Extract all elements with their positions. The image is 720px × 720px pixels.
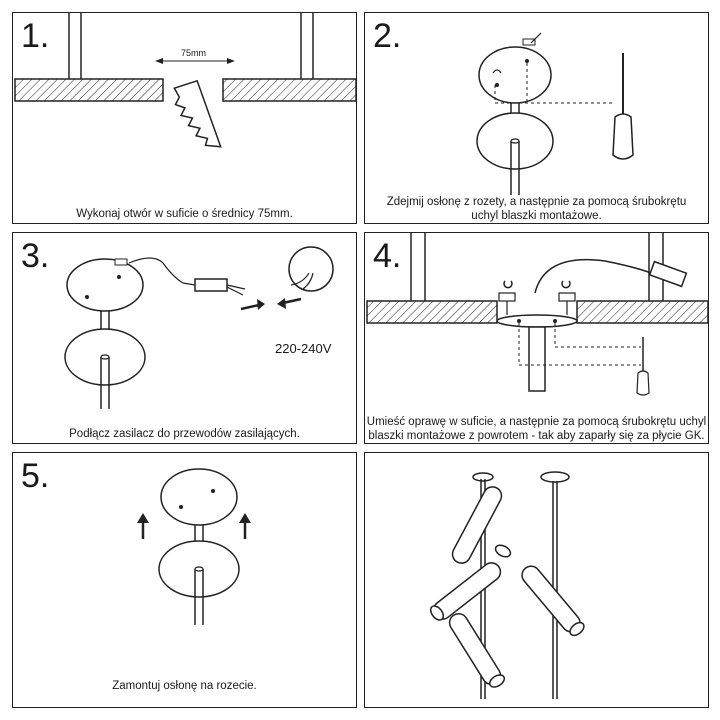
screwdriver-icon — [636, 337, 650, 396]
step-1-panel: 1. 75mm Wykonaj otwór w suficie o średni… — [12, 12, 357, 224]
step-2-panel: 2. Zdejmij osłonę z rozety, a następnie … — [364, 12, 709, 224]
step-2-caption-line2: uchyl blaszki montażowe. — [471, 210, 602, 222]
mount-cover-diagram — [137, 468, 251, 625]
arrow-icon — [137, 513, 251, 539]
step-1-caption: Wykonaj otwór w suficie o średnicy 75mm. — [76, 208, 293, 220]
connect-power-diagram — [64, 246, 334, 409]
saw-icon — [173, 79, 222, 148]
step-2-number: 2. — [373, 17, 402, 55]
step-3-number: 3. — [21, 237, 50, 275]
screwdriver-icon — [612, 53, 634, 160]
product-panel — [364, 452, 709, 708]
step-4-caption-line1: Umieść oprawę w suficie, a następnie za … — [366, 416, 707, 428]
dimension-label: 75mm — [181, 48, 207, 58]
lamp-illustration — [429, 471, 585, 699]
step-4-panel: 4. Umieść oprawę w suficie, a następnie … — [364, 232, 709, 444]
step-5-number: 5. — [21, 457, 50, 495]
install-fixture-diagram — [366, 233, 709, 396]
voltage-label: 220-240V — [275, 341, 332, 356]
ceiling-hole-diagram — [14, 13, 357, 148]
step-3-caption: Podłącz zasilacz do przewodów zasilający… — [69, 428, 300, 440]
arrow-icon — [240, 297, 302, 311]
step-5-caption: Zamontuj osłonę na rozecie. — [112, 680, 257, 692]
remove-cover-diagram — [476, 32, 634, 195]
step-4-caption-line2: blaszki montażowe z powrotem - tak aby z… — [368, 430, 705, 442]
step-1-number: 1. — [21, 17, 50, 55]
step-5-panel: 5. Zamontuj osłonę na rozecie. — [12, 452, 357, 708]
step-3-panel: 3. 220-240V Podłącz zasilacz do przewodó… — [12, 232, 357, 444]
step-4-number: 4. — [373, 237, 402, 275]
step-2-caption-line1: Zdejmij osłonę z rozety, a następnie za … — [386, 196, 687, 208]
